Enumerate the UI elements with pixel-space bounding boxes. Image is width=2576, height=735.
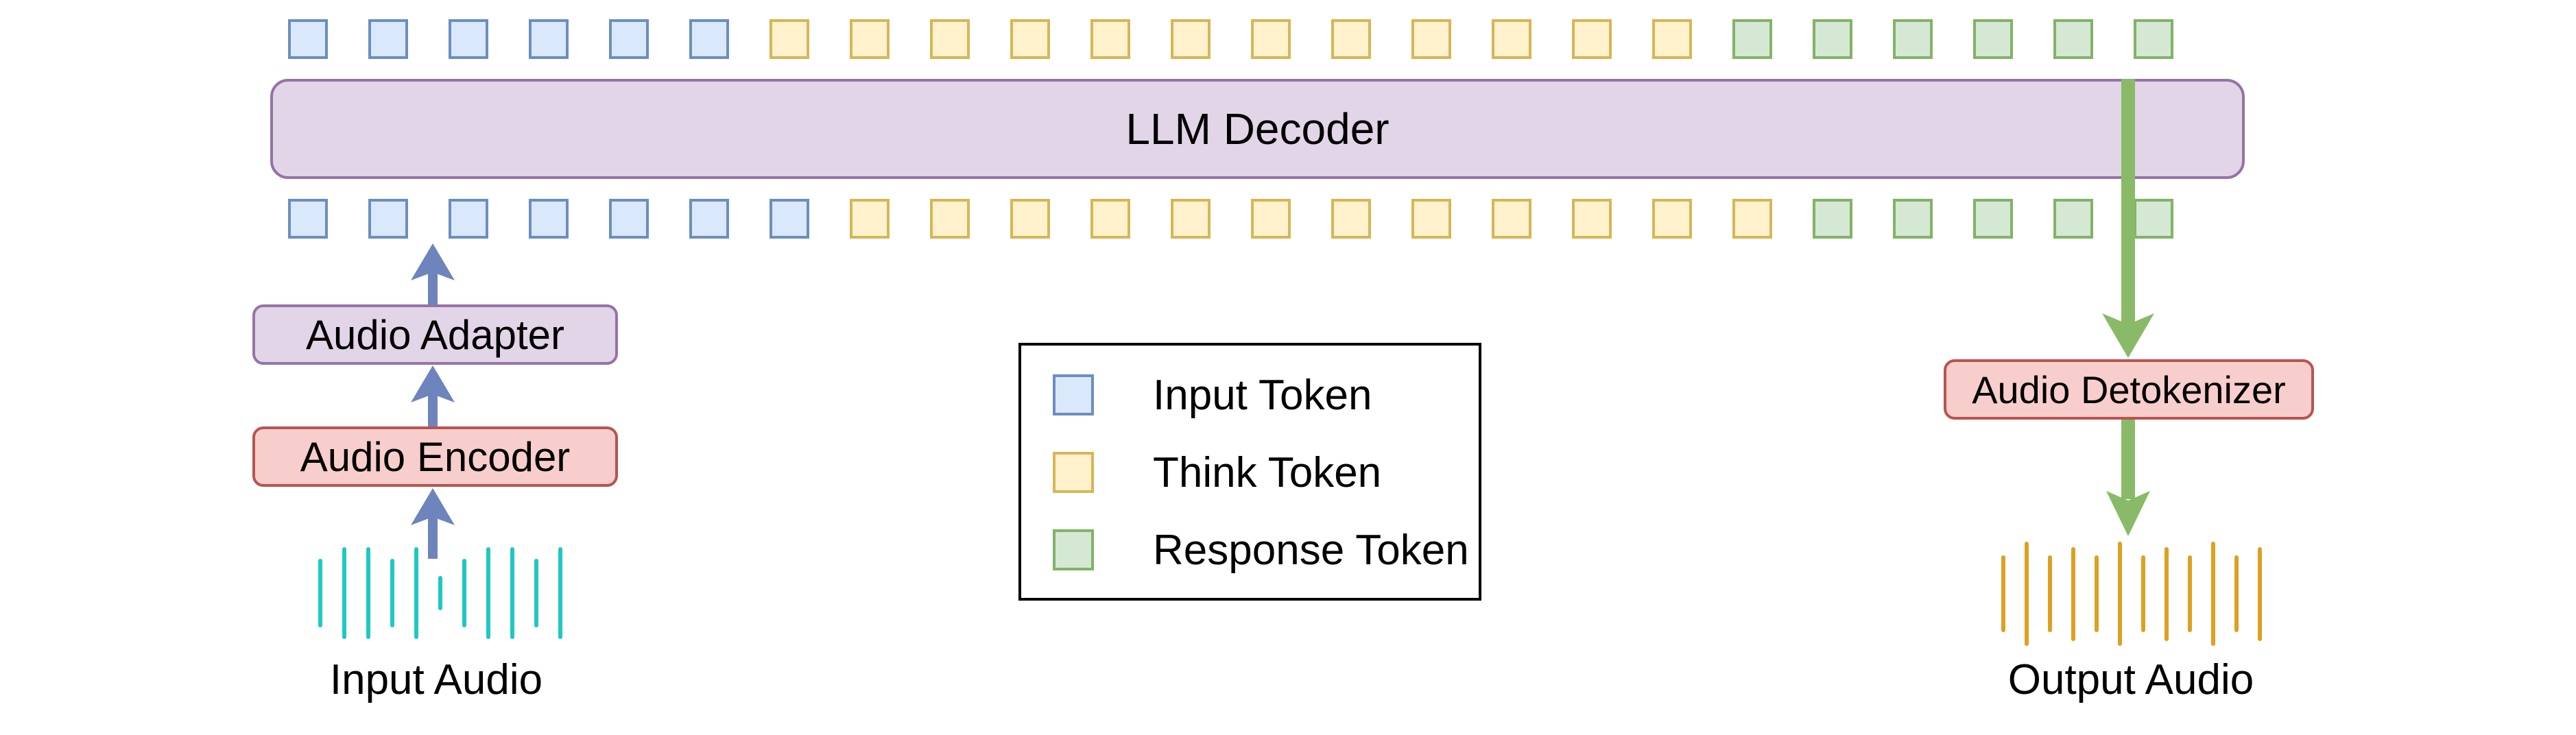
response-token xyxy=(2134,19,2173,59)
waveform-bar xyxy=(2118,542,2122,646)
audio-encoder-label: Audio Encoder xyxy=(300,433,571,480)
response-token xyxy=(1893,19,1933,59)
waveform-bar xyxy=(2095,555,2099,632)
audio-adapter-box: Audio Adapter xyxy=(252,304,618,365)
output-audio-label: Output Audio xyxy=(2007,656,2254,703)
input-token xyxy=(689,199,729,239)
adapter-to-tokens-arrow xyxy=(411,243,455,305)
think-token xyxy=(1652,19,1692,59)
input-token xyxy=(529,199,569,239)
waveform-bar xyxy=(318,559,322,627)
waveform-bar xyxy=(342,547,346,639)
think-token xyxy=(1171,199,1211,239)
waveform-bar xyxy=(510,547,514,639)
waveform-bar xyxy=(2141,555,2145,632)
think-token xyxy=(850,19,890,59)
think-token xyxy=(1572,199,1612,239)
input-token xyxy=(770,199,809,239)
response-token xyxy=(1893,199,1933,239)
audio-detokenizer-label: Audio Detokenizer xyxy=(1972,368,2286,411)
think-token xyxy=(1010,199,1050,239)
think-token xyxy=(930,199,970,239)
waveform-bar xyxy=(2001,555,2005,632)
input-audio-label: Input Audio xyxy=(329,656,543,703)
legend-item-input-token: Input Token xyxy=(1053,372,1479,419)
waveform-bar xyxy=(390,559,394,627)
think-token xyxy=(1010,19,1050,59)
decoder-to-detokenizer-arrow xyxy=(2102,79,2154,358)
think-token xyxy=(1411,19,1451,59)
encoder-to-adapter-arrow xyxy=(411,365,455,426)
think-token xyxy=(1331,199,1371,239)
bottom-token-row xyxy=(288,199,2173,239)
detokenizer-to-audio-arrow xyxy=(2106,420,2150,536)
think-token xyxy=(1572,19,1612,59)
waveform-bar xyxy=(2164,546,2169,641)
waveform-bar xyxy=(2188,555,2192,632)
top-token-row xyxy=(288,19,2173,59)
think-token xyxy=(770,19,809,59)
waveform-bar xyxy=(2258,546,2262,641)
think-token xyxy=(1251,199,1291,239)
input-token xyxy=(609,19,649,59)
audio-to-encoder-arrow xyxy=(411,488,455,559)
think-token xyxy=(1492,19,1531,59)
input-token xyxy=(449,19,488,59)
input-token xyxy=(529,19,569,59)
waveform-bar xyxy=(366,547,370,639)
response-token xyxy=(1732,19,1772,59)
waveform-bar xyxy=(2048,555,2052,632)
input-audio-waveform xyxy=(318,535,562,651)
input-token xyxy=(368,199,408,239)
think-token xyxy=(1492,199,1531,239)
waveform-bar xyxy=(2211,542,2215,646)
waveform-bar xyxy=(486,547,490,639)
response-token xyxy=(1813,19,1852,59)
response-token xyxy=(2053,19,2093,59)
think-token xyxy=(1090,199,1130,239)
waveform-bar xyxy=(2234,555,2239,632)
input-token xyxy=(609,199,649,239)
waveform-bar xyxy=(2071,546,2075,641)
audio-adapter-label: Audio Adapter xyxy=(306,311,564,358)
input-token-swatch xyxy=(1053,374,1094,415)
output-audio-waveform xyxy=(2001,535,2262,652)
think-token xyxy=(1251,19,1291,59)
think-token xyxy=(1090,19,1130,59)
think-token xyxy=(1171,19,1211,59)
legend-label: Response Token xyxy=(1153,526,1469,574)
response-token xyxy=(1973,199,2013,239)
legend-label: Think Token xyxy=(1153,448,1382,496)
waveform-bar xyxy=(2025,542,2029,646)
legend-item-response-token: Response Token xyxy=(1053,527,1479,574)
input-token xyxy=(449,199,488,239)
legend-label: Input Token xyxy=(1153,371,1372,419)
input-token xyxy=(689,19,729,59)
response-token xyxy=(2053,199,2093,239)
think-token xyxy=(850,199,890,239)
waveform-bar xyxy=(414,547,418,639)
audio-encoder-box: Audio Encoder xyxy=(252,426,618,487)
waveform-bar xyxy=(438,576,442,610)
think-token xyxy=(1732,199,1772,239)
think-token xyxy=(1331,19,1371,59)
response-token xyxy=(1973,19,2013,59)
waveform-bar xyxy=(534,559,538,627)
response-token xyxy=(1813,199,1852,239)
input-token xyxy=(288,19,328,59)
input-token xyxy=(288,199,328,239)
waveform-bar xyxy=(558,547,562,639)
think-token xyxy=(1411,199,1451,239)
think-token xyxy=(1652,199,1692,239)
legend-item-think-token: Think Token xyxy=(1053,449,1479,496)
response-token-swatch xyxy=(1053,529,1094,570)
llm-decoder-box: LLM Decoder xyxy=(270,79,2245,179)
input-token xyxy=(368,19,408,59)
think-token-swatch xyxy=(1053,452,1094,493)
waveform-bar xyxy=(462,559,466,627)
audio-detokenizer-box: Audio Detokenizer xyxy=(1944,359,2314,420)
llm-decoder-label: LLM Decoder xyxy=(1125,104,1390,154)
think-token xyxy=(930,19,970,59)
